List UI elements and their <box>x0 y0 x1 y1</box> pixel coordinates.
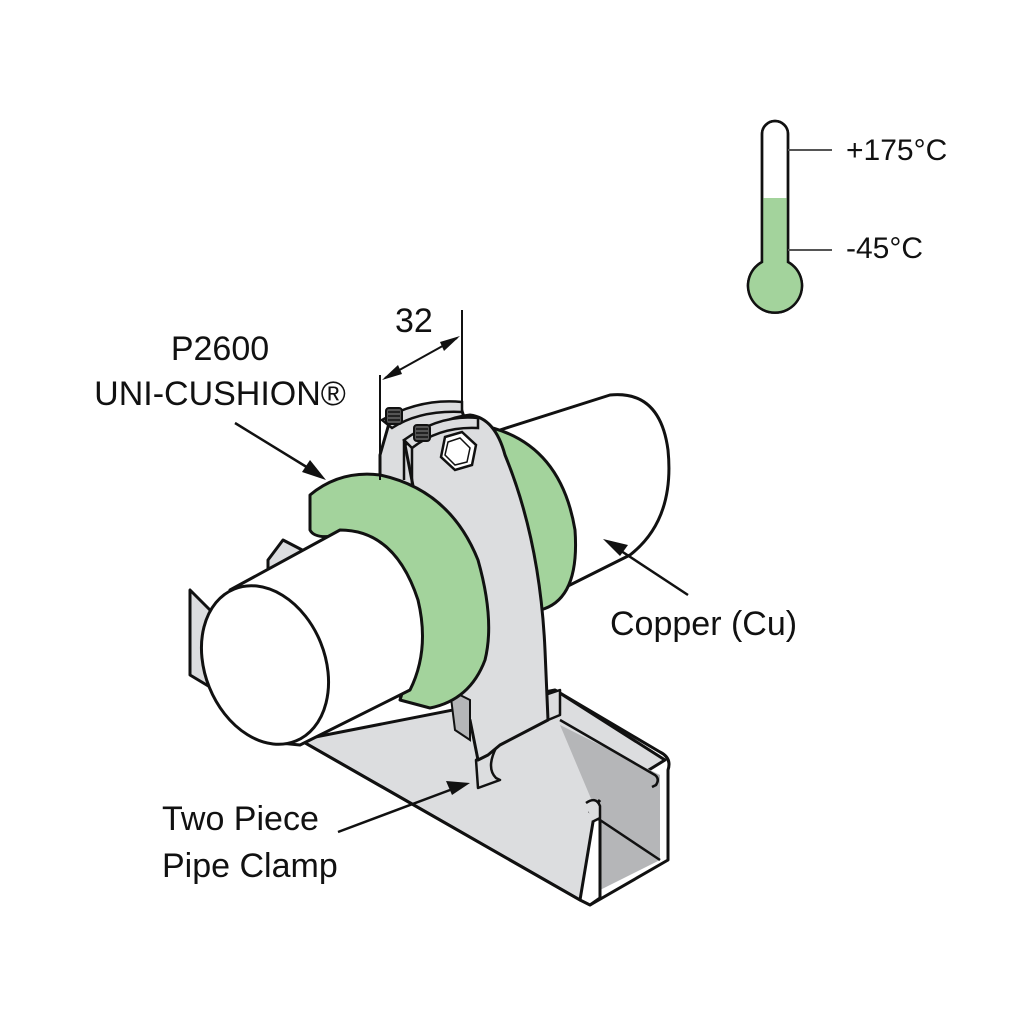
clamp-label-line2: Pipe Clamp <box>162 847 338 885</box>
product-name-label: UNI-CUSHION® <box>94 375 346 413</box>
pipe-arrowhead <box>603 539 628 556</box>
dimension-value: 32 <box>395 302 433 340</box>
thermometer-fill <box>748 198 802 314</box>
cushion-leader-line <box>234 421 319 476</box>
clamp-label-line1: Two Piece <box>162 800 319 838</box>
product-code-label: P2600 <box>171 330 269 368</box>
strut-channel <box>298 688 671 907</box>
clamp-leader-line <box>337 788 451 834</box>
callout-pipe: Copper (Cu) <box>603 539 797 643</box>
max-temp-label: +175°C <box>846 134 947 167</box>
pipe-material-label: Copper (Cu) <box>610 605 797 643</box>
pipe-left-end <box>199 584 331 746</box>
min-temp-label: -45°C <box>846 232 923 265</box>
channel-inner-edge <box>559 718 661 862</box>
hex-bolt-face <box>444 437 471 466</box>
callout-clamp: Two Piece Pipe Clamp <box>162 781 470 885</box>
dim-arrow-right <box>440 336 460 351</box>
cushion-arrowhead <box>302 460 326 480</box>
copper-pipe-left <box>199 528 424 747</box>
channel-far-wall <box>554 688 671 907</box>
thermometer: +175°C -45°C <box>746 119 947 314</box>
channel-inner-shadow <box>560 725 660 890</box>
thermometer-outline <box>746 119 804 314</box>
clamp-shadow <box>448 688 471 742</box>
channel-lip-near <box>585 798 602 824</box>
dim-arrow-left <box>382 365 402 380</box>
bolt-thread-front <box>413 424 431 442</box>
callout-cushion: P2600 UNI-CUSHION® <box>94 330 346 480</box>
dimension-marker: 32 <box>379 302 463 480</box>
pipe-leader-line <box>611 543 689 597</box>
bolt-thread-rear <box>385 407 403 425</box>
clamp-arrowhead <box>446 781 470 795</box>
